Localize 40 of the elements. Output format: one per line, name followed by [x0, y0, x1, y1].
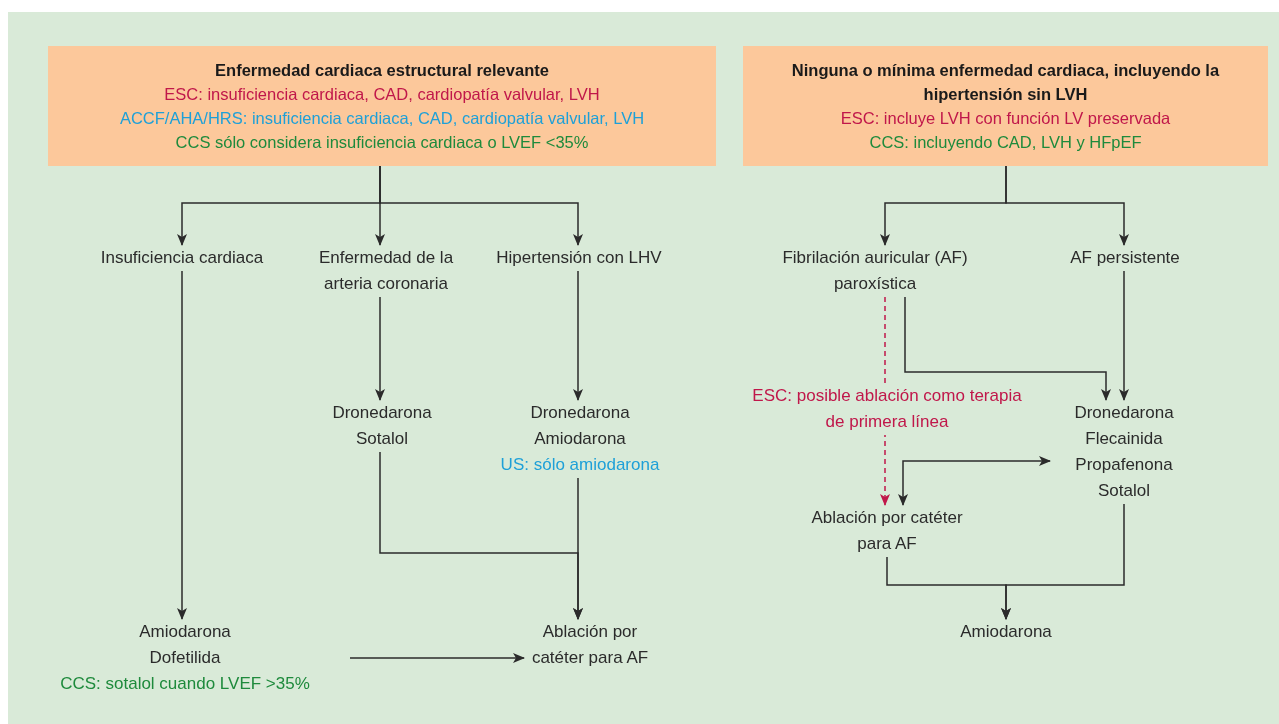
arrow	[349, 653, 525, 663]
category-box	[48, 46, 716, 166]
drug-name: Sotalol	[355, 428, 409, 450]
flow-node-text: Ablación por catéter para AF	[810, 505, 964, 557]
arrow	[904, 296, 1111, 401]
flow-node-text: Ablación por catéter para AF	[528, 619, 652, 671]
guideline-note: ESC: incluye LVH con función LV preservada	[839, 108, 1172, 129]
flow-node-text: Enfermedad de la arteria coronaria	[298, 245, 474, 297]
arrow	[1005, 165, 1129, 246]
guideline-note: CCS: incluyendo CAD, LVH y HFpEF	[868, 132, 1143, 153]
drug-name: Dronedarona	[1073, 402, 1175, 424]
arrow	[573, 477, 583, 620]
box-heading: Ninguna o mínima enfermedad cardiaca, incluyendo la hipertensión sin LVH	[790, 60, 1221, 105]
arrow	[379, 165, 583, 246]
arrow	[1119, 270, 1129, 401]
drug-name: Sotalol	[1097, 480, 1151, 502]
drug-name: Dofetilida	[148, 647, 222, 669]
guideline-note: CCS: sotalol cuando LVEF >35%	[59, 673, 311, 695]
category-box	[743, 46, 1268, 166]
drug-name: Amiodarona	[533, 428, 627, 450]
guideline-note: CCS sólo considera insuficiencia cardiaca o LVEF <35%	[174, 132, 590, 153]
arrow	[1001, 503, 1125, 620]
arrow	[573, 270, 583, 401]
guideline-note: ACCF/AHA/HRS: insuficiencia cardiaca, CAD, cardiopatía valvular, LVH	[118, 108, 646, 129]
flow-node-text: AF persistente	[1050, 245, 1200, 271]
flow-node-text: Amiodarona	[946, 619, 1066, 645]
drug-name: Dronedarona	[529, 402, 631, 424]
guideline-note: US: sólo amiodarona	[499, 454, 661, 476]
arrow	[177, 270, 187, 620]
flow-node-text: Fibrilación auricular (AF) paroxística	[775, 245, 975, 297]
drug-name: Flecainida	[1084, 428, 1164, 450]
guideline-note: ESC: insuficiencia cardiaca, CAD, cardiopatía valvular, LVH	[163, 84, 601, 105]
flow-node-text: Insuficiencia cardiaca	[72, 245, 292, 271]
flow-node-text: Hipertensión con LHV	[494, 245, 664, 271]
drug-name: Dronedarona	[331, 402, 433, 424]
drug-name: Propafenona	[1074, 454, 1174, 476]
arrow	[375, 296, 385, 401]
box-heading: Enfermedad cardiaca estructural relevante	[214, 60, 550, 81]
arrow	[898, 456, 1051, 506]
drug-name: Amiodarona	[138, 621, 232, 643]
